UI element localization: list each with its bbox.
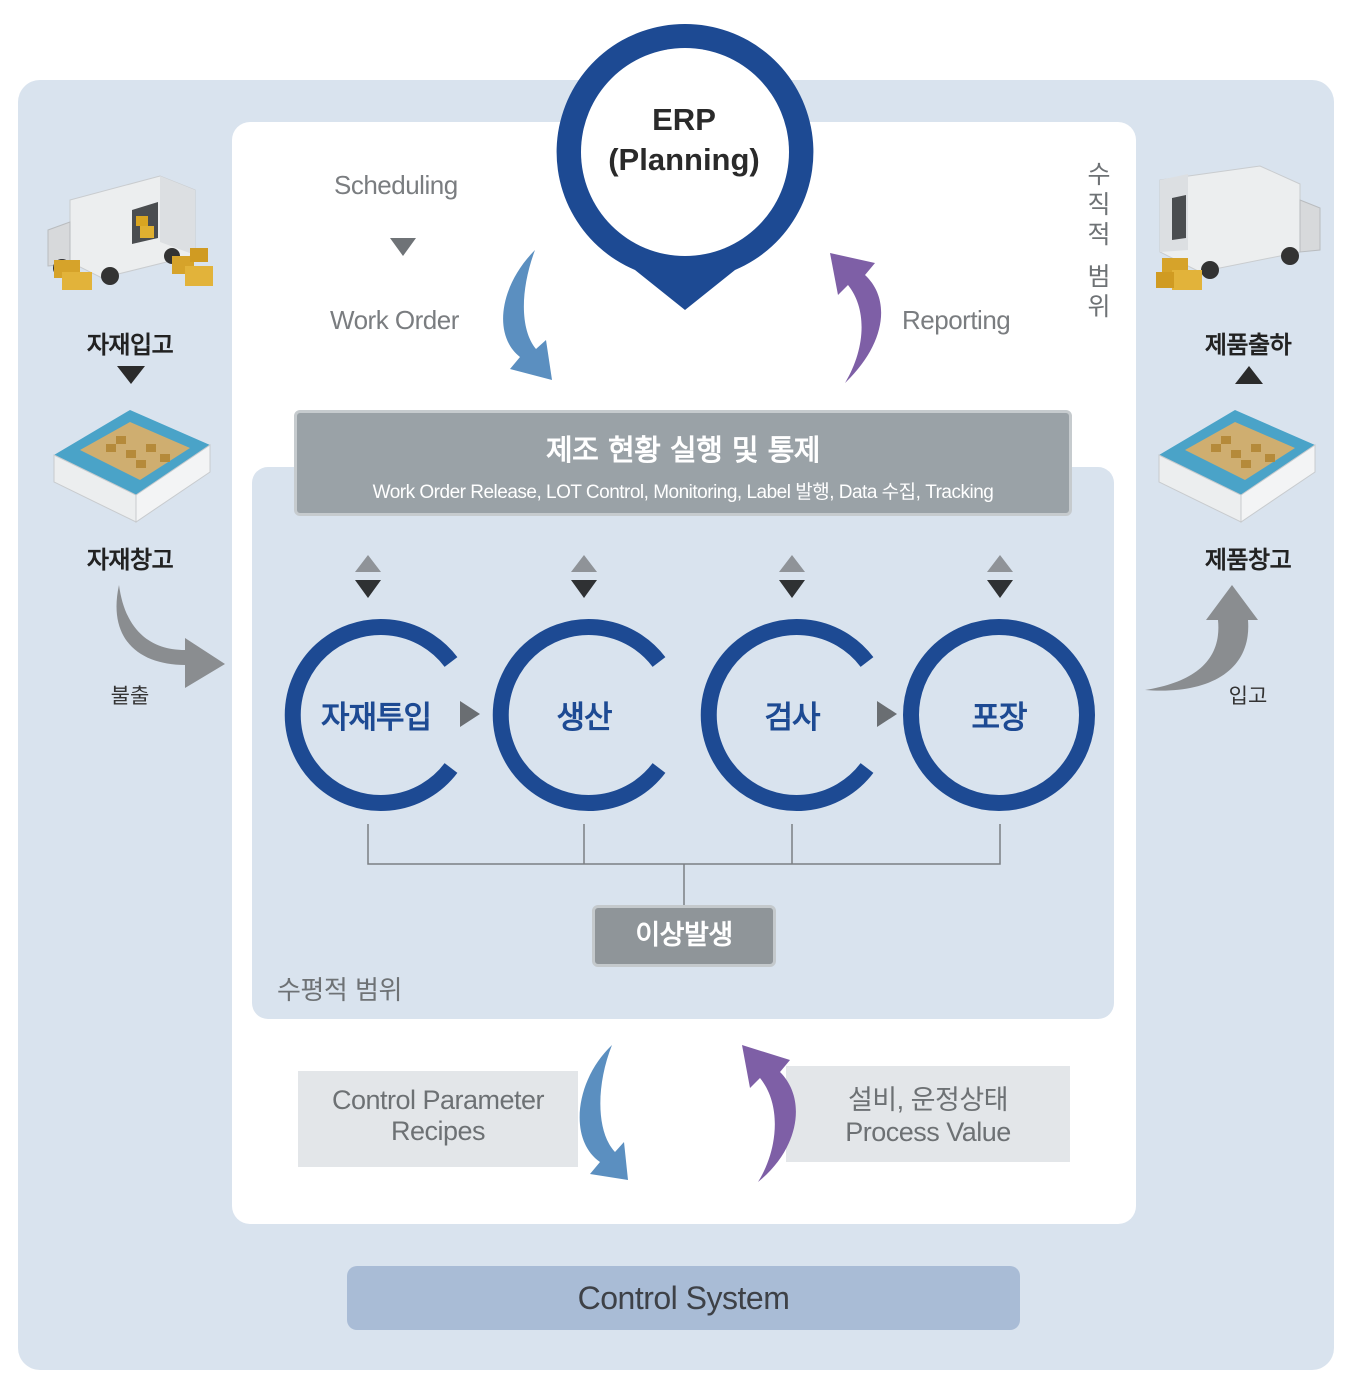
- material-input-ring-icon: [284, 619, 458, 811]
- product-warehouse-label: 제품창고: [1204, 546, 1292, 574]
- bidirectional-arrow-icon: [987, 555, 1013, 598]
- work-order-arrow-icon: [503, 250, 552, 380]
- control-parameter-line2: Recipes: [390, 1116, 486, 1146]
- release-arrow-icon: [116, 585, 225, 688]
- right-triangle-icon: [460, 701, 480, 727]
- material-warehouse-icon: [53, 410, 211, 523]
- packaging-ring-icon: [903, 619, 1095, 811]
- vertical-scope-label: 수 직 적 범 위: [1084, 160, 1114, 322]
- control-down-arrow-icon: [579, 1045, 628, 1180]
- control-system-box: Control System: [347, 1266, 1020, 1330]
- production-ring-icon: [492, 619, 666, 811]
- equipment-status-line1: 설비, 운정상태: [847, 1085, 1009, 1115]
- bidirectional-arrow-icon: [779, 555, 805, 598]
- shipping-truck-icon: [1156, 165, 1321, 290]
- horizontal-scope-label: 수평적 범위: [277, 976, 402, 1006]
- product-shipping-label: 제품출하: [1204, 331, 1292, 359]
- equipment-status-line2: Process Value: [845, 1117, 1011, 1147]
- erp-line1: ERP: [652, 102, 716, 137]
- status-up-arrow-icon: [742, 1045, 796, 1182]
- right-triangle-icon: [877, 701, 897, 727]
- scheduling-label: Scheduling: [334, 170, 458, 200]
- product-warehouse-icon: [1158, 410, 1316, 523]
- vertical-scope-char: 적: [1087, 220, 1111, 249]
- mes-execution-box: 제조 현황 실행 및 통제 Work Order Release, LOT Co…: [294, 410, 1072, 516]
- process-production: 생산: [556, 700, 612, 736]
- receive-label: 입고: [1228, 684, 1268, 708]
- control-parameter-box: Control Parameter Recipes: [298, 1071, 578, 1167]
- down-triangle-icon: [117, 366, 145, 384]
- reporting-label: Reporting: [902, 305, 1011, 335]
- inbound-truck-icon: [47, 175, 213, 290]
- erp-title: ERP (Planning): [584, 100, 784, 180]
- anomaly-connector-lines: [367, 824, 1001, 906]
- release-label: 불출: [110, 684, 150, 708]
- material-inbound-label: 자재입고: [86, 331, 174, 359]
- mes-title: 제조 현황 실행 및 통제: [545, 433, 821, 467]
- control-parameter-line1: Control Parameter: [331, 1085, 545, 1115]
- erp-line2: (Planning): [608, 142, 760, 177]
- mes-subtitle: Work Order Release, LOT Control, Monitor…: [372, 482, 994, 503]
- vertical-scope-char: 범: [1087, 262, 1111, 291]
- erp-pin-icon: [556, 23, 814, 311]
- inspection-ring-icon: [700, 619, 874, 811]
- vertical-scope-char: 직: [1087, 190, 1111, 219]
- vertical-scope-char: 위: [1087, 292, 1111, 321]
- down-triangle-icon: [390, 238, 416, 256]
- bidirectional-arrow-icon: [571, 555, 597, 598]
- up-triangle-icon: [1235, 366, 1263, 384]
- process-inspection: 검사: [764, 700, 820, 736]
- anomaly-box: 이상발생: [592, 905, 776, 967]
- material-warehouse-label: 자재창고: [86, 546, 174, 574]
- process-packaging: 포장: [971, 700, 1027, 736]
- bidirectional-arrow-icon: [355, 555, 381, 598]
- receive-arrow-icon: [1145, 585, 1258, 691]
- process-material-input: 자재투입: [320, 700, 432, 736]
- equipment-status-box: 설비, 운정상태 Process Value: [786, 1066, 1070, 1162]
- vertical-scope-char: 수: [1087, 160, 1111, 189]
- reporting-arrow-icon: [830, 253, 882, 383]
- work-order-label: Work Order: [330, 305, 459, 335]
